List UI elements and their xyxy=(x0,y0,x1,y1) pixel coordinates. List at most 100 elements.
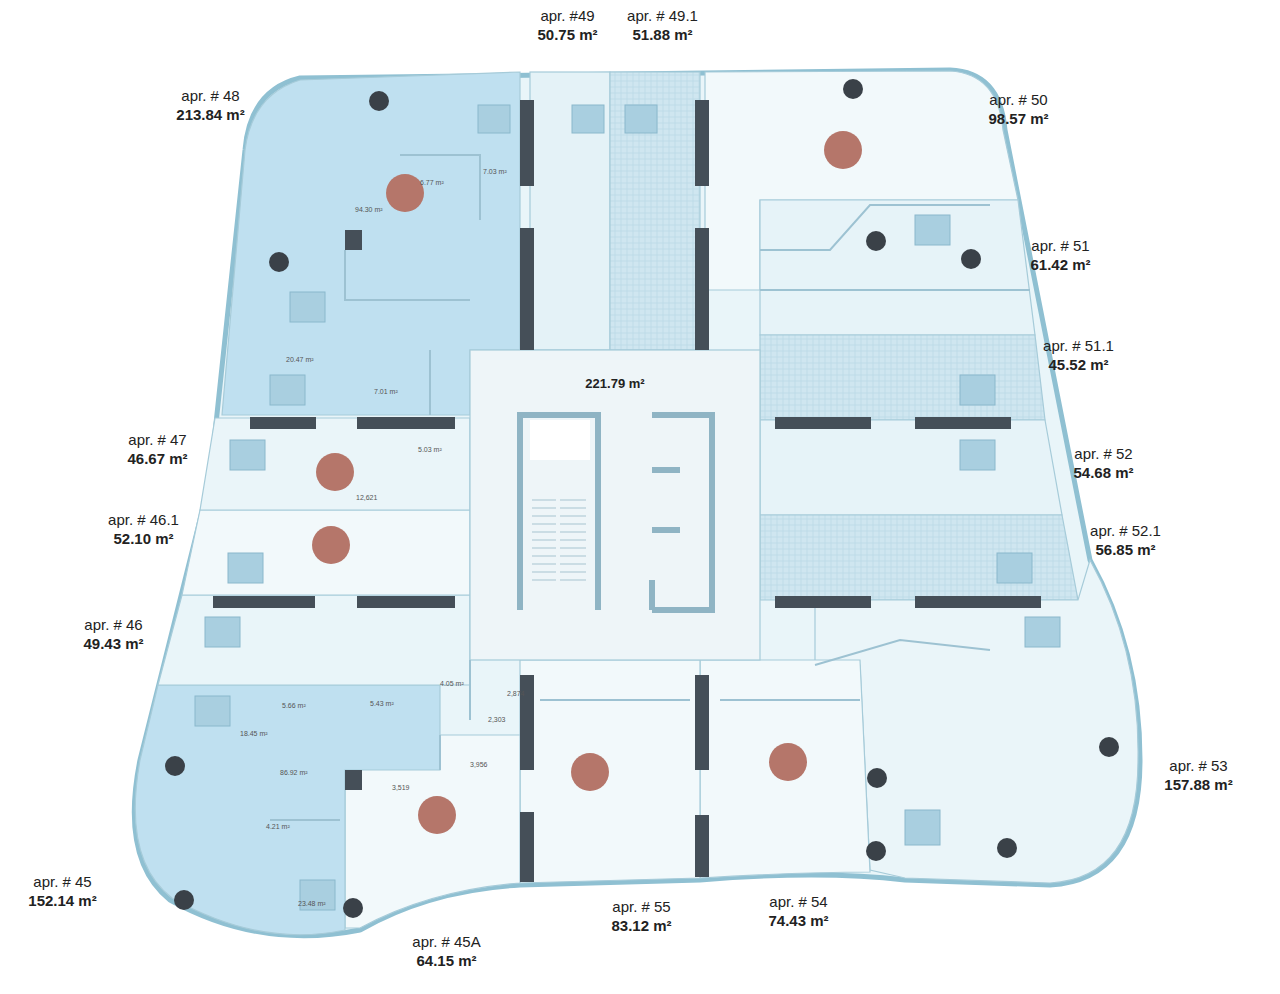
core xyxy=(652,415,712,610)
core xyxy=(520,415,598,610)
room-dimension: 6.77 m² xyxy=(420,179,444,187)
room-dimension: 3,519 xyxy=(392,784,410,792)
room-dimension: 12,621 xyxy=(356,494,377,502)
apartment-region xyxy=(700,660,870,878)
apartment-number: apr. # 52 xyxy=(1071,444,1136,463)
wall xyxy=(357,596,455,608)
dark-dot xyxy=(867,768,887,788)
bed xyxy=(960,440,995,470)
apartment-region xyxy=(760,515,1078,600)
room-dimension: 5.03 m² xyxy=(418,446,442,454)
area-value: 51.88 m² xyxy=(625,25,700,44)
apartment-number: apr. # 47 xyxy=(125,430,190,449)
apartment-number: apr. # 45A xyxy=(410,932,483,951)
apartment-label: apr. #4950.75 m² xyxy=(535,6,600,44)
core xyxy=(520,415,712,610)
dark-dot xyxy=(843,79,863,99)
dark-dot xyxy=(343,898,363,918)
area-value: 52.10 m² xyxy=(106,529,181,548)
area-value: 157.88 m² xyxy=(1162,775,1235,794)
room-dimension: 5.66 m² xyxy=(282,702,306,710)
column-marker xyxy=(824,131,862,169)
apartment-number: apr. # 51.1 xyxy=(1041,336,1116,355)
apartment-number: apr. # 53 xyxy=(1162,756,1235,775)
bed xyxy=(195,696,230,726)
column-marker xyxy=(386,174,424,212)
column-marker xyxy=(418,796,456,834)
bed xyxy=(290,292,325,322)
wall xyxy=(695,100,709,186)
bed xyxy=(572,105,604,133)
room-dimension: 20.47 m² xyxy=(286,356,314,364)
area-value: 45.52 m² xyxy=(1041,355,1116,374)
apartment-label: apr. # 52.156.85 m² xyxy=(1088,521,1163,559)
area-value: 56.85 m² xyxy=(1088,540,1163,559)
room-dimension: 2,874 xyxy=(507,690,525,698)
area-value: 61.42 m² xyxy=(1028,255,1093,274)
area-value: 152.14 m² xyxy=(26,891,99,910)
apartment-label: apr. # 49.151.88 m² xyxy=(625,6,700,44)
wall xyxy=(775,417,871,429)
room-dimension: 2,303 xyxy=(488,716,506,724)
wall xyxy=(695,228,709,350)
column-marker xyxy=(769,743,807,781)
apartment-label: apr. # 5098.57 m² xyxy=(986,90,1051,128)
dark-dot xyxy=(165,79,1119,918)
apartment-label: apr. # 5474.43 m² xyxy=(766,892,831,930)
bed xyxy=(230,440,265,470)
column-marker xyxy=(316,453,354,491)
wall xyxy=(520,100,534,186)
apartment-region xyxy=(158,595,470,685)
wall xyxy=(213,596,315,608)
dark-dot xyxy=(369,91,389,111)
room-dimension: 7.03 m² xyxy=(483,168,507,176)
apartment-region xyxy=(610,72,700,350)
apartment-region xyxy=(135,685,440,935)
bed xyxy=(960,375,995,405)
wall xyxy=(520,675,534,770)
area-value: 83.12 m² xyxy=(609,916,674,935)
apartment-region xyxy=(135,71,1138,935)
area-value: 49.43 m² xyxy=(81,634,146,653)
wall xyxy=(520,228,534,350)
dark-dot xyxy=(165,756,185,776)
apartment-number: apr. # 54 xyxy=(766,892,831,911)
apartment-number: apr. #49 xyxy=(535,6,600,25)
dark-dot xyxy=(997,838,1017,858)
column-marker xyxy=(312,526,350,564)
room-dimension: 86.92 m² xyxy=(280,769,308,777)
wall xyxy=(915,417,1011,429)
wall xyxy=(695,815,709,877)
dark-dot xyxy=(269,252,289,272)
apartment-label: apr. # 4746.67 m² xyxy=(125,430,190,468)
apartment-label: apr. # 5254.68 m² xyxy=(1071,444,1136,482)
building-outline xyxy=(134,70,1140,936)
column-marker xyxy=(571,753,609,791)
apartment-number: apr. # 52.1 xyxy=(1088,521,1163,540)
apartment-region xyxy=(520,660,700,883)
apartment-region xyxy=(200,418,470,510)
apartment-region xyxy=(182,510,470,595)
apartment-label: apr. # 53157.88 m² xyxy=(1162,756,1235,794)
wall xyxy=(250,417,316,429)
room-dimension: 18.45 m² xyxy=(240,730,268,738)
wall xyxy=(357,417,455,429)
bed xyxy=(997,553,1032,583)
apartment-label: apr. # 48213.84 m² xyxy=(174,86,247,124)
wall xyxy=(213,100,1041,882)
area-value: 64.15 m² xyxy=(410,951,483,970)
bed xyxy=(205,617,240,647)
bed xyxy=(228,553,263,583)
dark-dot xyxy=(866,231,886,251)
apartment-region xyxy=(760,335,1045,420)
apartment-label: apr. # 51.145.52 m² xyxy=(1041,336,1116,374)
bed xyxy=(915,215,950,245)
partition-lines xyxy=(270,155,1030,820)
bed xyxy=(478,105,510,133)
wall xyxy=(520,812,534,882)
room-dimension: 94.30 m² xyxy=(355,206,383,214)
dark-dot xyxy=(1099,737,1119,757)
apartment-label: apr. # 46.152.10 m² xyxy=(106,510,181,548)
